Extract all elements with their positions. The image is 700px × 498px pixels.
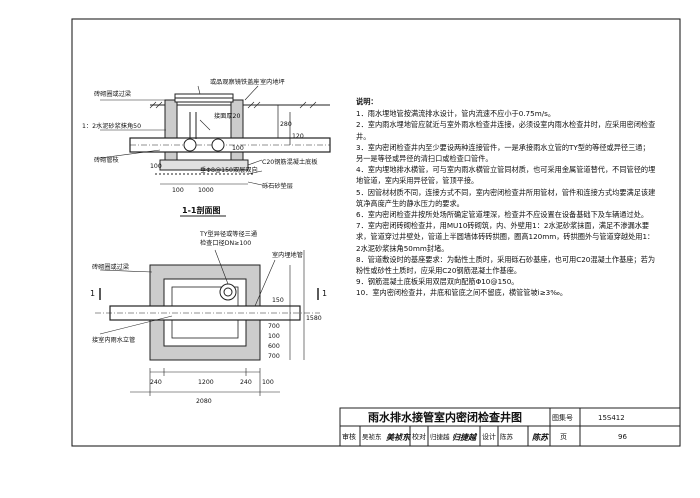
- dim-240a: 240: [150, 379, 162, 386]
- label-cover: 或品观察镜铁盖座: [210, 78, 260, 86]
- note-item: 1．雨水埋地管按满流排水设计，管内流速不应小于0.75m/s。: [356, 109, 556, 119]
- check-label: 校对: [412, 432, 426, 441]
- section-title: 1-1剖面图: [182, 205, 220, 215]
- dim-1580: 1580: [306, 315, 322, 322]
- note-item: 5．因管材材质不同，连接方式不同，室内密闭检查井所用管材，管件和连接方式均要满足…: [356, 187, 656, 208]
- note-item: 2．室内雨水埋地管应就近与室外雨水检查井连接，必须设室内雨水检查井时，应采用密闭…: [356, 120, 656, 141]
- page-number: 96: [618, 433, 627, 441]
- section-marker-left: 1: [90, 289, 95, 298]
- dim-600: 600: [268, 343, 280, 350]
- reviewer-signature: 美祯东: [386, 433, 411, 442]
- checker-signature: 归捷越: [452, 433, 478, 442]
- dim-240b: 240: [240, 379, 252, 386]
- dim-2080: 2080: [196, 398, 212, 405]
- note-item: 7．室内密闭砖砌检查井，用MU10砖砌筑，内、外壁用1：2水泥砂浆抹面，满足不渗…: [356, 221, 655, 253]
- dim-100b: 100: [262, 379, 274, 386]
- plan-texts: TY型异径或等径三通 检查口径DN≥100 室内埋地管 砖砌圈或过梁 接室内雨水…: [90, 230, 327, 405]
- dim-100a: 100: [150, 163, 162, 170]
- label-indoor-floor: 室内地坪: [260, 78, 285, 86]
- section-texts: 或品观察镜铁盖座 室内地坪 砖砌圈或过梁 1：2水泥砂浆抹角50 砖砌管枝 接面…: [82, 78, 318, 215]
- label-tv-pipe: TY型异径或等径三通: [199, 230, 257, 238]
- review-label: 审核: [342, 432, 356, 441]
- label-rebar: 垂Φ8@150双层双向: [200, 166, 258, 174]
- label-frame-plan: 砖砌圈或过梁: [92, 263, 129, 271]
- page-label: 页: [560, 433, 567, 441]
- title-block-texts: 雨水排水接管室内密闭检查井图 图集号 15S412 审核 吴祯东 美祯东 校对 …: [342, 410, 627, 442]
- note-item: 8．管道敷设时的基座要求：为黏性土质时，采用砾石砂基座，也可用C20混凝土作基座…: [356, 254, 656, 276]
- notes-title: 说明：: [356, 97, 378, 106]
- label-indoor-pipe: 室内埋地管: [272, 251, 303, 259]
- dim-100b: 100: [232, 145, 244, 152]
- label-vertical-pipe: 接室内雨水立管: [92, 336, 135, 344]
- label-brick-well: 砖砌管枝: [94, 156, 120, 164]
- note-item: 3．室内密闭检查井内至少要设两种连接管件，一是承接雨水立管的TY型的等径或异径三…: [356, 142, 650, 164]
- plan-view: [95, 249, 320, 396]
- checker-name: 归捷越: [430, 432, 450, 441]
- label-gravel: 砾石砂垫层: [262, 182, 293, 190]
- atlas-number: 15S412: [598, 414, 625, 422]
- dim-100c: 100: [172, 187, 184, 194]
- label-c20: C20钢筋混凝土底板: [262, 158, 318, 166]
- dim-700a: 700: [268, 323, 280, 330]
- label-frame: 砖砌圈或过梁: [94, 90, 131, 98]
- note-item: 10．室内密闭检查井，井底和管底之间不留底，横管管坡i≥3‰。: [356, 288, 568, 298]
- label-port: 检查口径DN≥100: [200, 239, 251, 247]
- dim-100: 100: [268, 333, 280, 340]
- reviewer-name: 吴祯东: [362, 432, 382, 441]
- note-item: 4．室内埋地排水横管，可与室内雨水横管立管同材质，也可采用金属管道替代，不同管径…: [356, 165, 656, 186]
- designer-name: 陈苏: [500, 432, 514, 441]
- drawing-title: 雨水排水接管室内密闭检查井图: [368, 410, 522, 424]
- section-marker-right: 1: [322, 289, 327, 298]
- dim-120: 120: [292, 133, 304, 140]
- dim-1200: 1200: [198, 379, 214, 386]
- section-view: [99, 85, 331, 186]
- dim-150: 150: [272, 297, 284, 304]
- atlas-label: 图集号: [552, 413, 573, 422]
- notes-panel: 说明： 1．雨水埋地管按满流排水设计，管内流速不应小于0.75m/s。 2．室内…: [356, 96, 656, 299]
- note-item: 6．室内密闭检查井按所处场所确定管道埋深，检查井不应设置在设备基础下及车辆通过处…: [356, 210, 649, 220]
- dim-280: 280: [280, 121, 292, 128]
- designer-signature: 陈苏: [532, 433, 550, 442]
- note-item: 9．钢筋混凝土底板采用双层双向配筋Φ10@150。: [356, 277, 519, 287]
- label-flange: 接面厚20: [214, 112, 240, 120]
- label-mortar: 1：2水泥砂浆抹角50: [82, 122, 141, 130]
- dim-1000: 1000: [198, 187, 214, 194]
- title-block: [339, 407, 681, 447]
- dim-700b: 700: [268, 353, 280, 360]
- design-label: 设计: [482, 432, 496, 441]
